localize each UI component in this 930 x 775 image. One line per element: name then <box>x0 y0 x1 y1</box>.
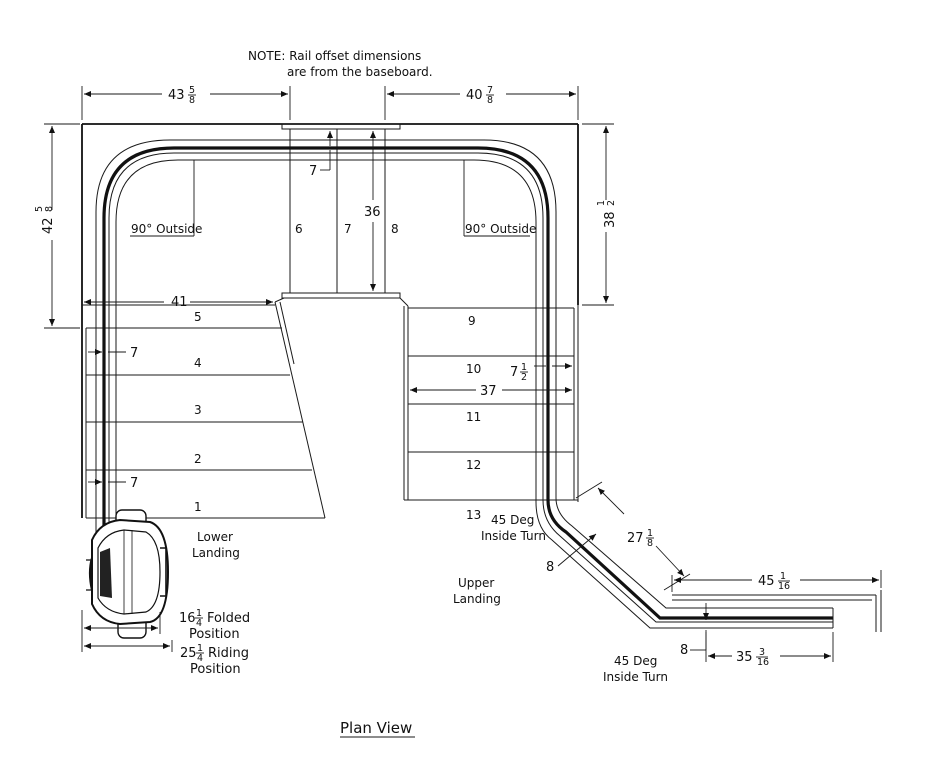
label-folded-position: 16 1 4 Folded Position <box>179 608 250 642</box>
label-turn-upper-1: 45 Deg <box>491 513 534 527</box>
stair-number-3: 3 <box>194 403 202 417</box>
dim-chair-widths <box>81 610 173 652</box>
upper-staircase <box>399 297 578 501</box>
stair-number-4: 4 <box>194 356 202 370</box>
svg-text:5: 5 <box>189 85 195 96</box>
svg-text:27: 27 <box>627 531 644 546</box>
svg-text:45: 45 <box>758 574 775 589</box>
label-upper-landing-2: Landing <box>453 592 501 606</box>
svg-text:Position: Position <box>190 662 241 677</box>
label-upper-landing-1: Upper <box>458 576 494 590</box>
svg-text:Folded: Folded <box>207 611 250 626</box>
dim-top-left: 43 5 8 <box>81 85 291 120</box>
dim-rail-offset-right: 7 1 2 <box>510 362 572 383</box>
svg-text:37: 37 <box>480 384 497 399</box>
svg-text:40: 40 <box>466 88 483 103</box>
svg-text:4: 4 <box>196 618 202 629</box>
svg-text:7: 7 <box>487 85 493 96</box>
svg-text:7: 7 <box>510 365 518 380</box>
svg-text:43: 43 <box>168 88 185 103</box>
label-turn-lower-1: 45 Deg <box>614 654 657 668</box>
svg-text:Position: Position <box>189 627 240 642</box>
stair-number-12: 12 <box>466 458 481 472</box>
svg-text:1: 1 <box>647 528 653 539</box>
dim-bottom-right-lower: 35 3 16 <box>705 632 834 668</box>
svg-text:8: 8 <box>487 95 493 106</box>
walls <box>81 123 579 518</box>
note-line-2: are from the baseboard. <box>287 65 433 79</box>
svg-text:16: 16 <box>778 581 790 592</box>
label-turn-upper-2: Inside Turn <box>481 529 546 543</box>
stair-number-10: 10 <box>466 362 481 376</box>
svg-text:2: 2 <box>521 372 527 383</box>
svg-text:41: 41 <box>171 295 188 310</box>
svg-text:Riding: Riding <box>208 646 249 661</box>
svg-text:36: 36 <box>364 205 381 220</box>
svg-text:1: 1 <box>196 608 202 619</box>
svg-text:2: 2 <box>606 200 617 206</box>
stair-number-5: 5 <box>194 310 202 324</box>
label-landing-6: 6 <box>295 222 303 236</box>
svg-text:8: 8 <box>44 206 55 212</box>
stair-number-1: 1 <box>194 500 202 514</box>
stairlift-chair-icon <box>86 509 170 639</box>
svg-text:8: 8 <box>189 95 195 106</box>
label-landing-7: 7 <box>344 222 352 236</box>
svg-text:7: 7 <box>130 476 138 491</box>
dim-upper-run: 37 <box>410 384 572 399</box>
svg-text:16: 16 <box>179 611 196 626</box>
svg-text:25: 25 <box>180 646 197 661</box>
stair-number-13: 13 <box>466 508 481 522</box>
label-90-outside-right: 90° Outside <box>463 160 536 237</box>
svg-text:1: 1 <box>197 643 203 654</box>
stairlift-rail <box>95 139 882 632</box>
lower-staircase <box>86 297 326 519</box>
svg-text:1: 1 <box>521 362 527 373</box>
dim-rail-offset-top: 7 <box>309 131 333 179</box>
svg-text:1: 1 <box>596 200 607 206</box>
dim-rail-offset-left-upper: 7 <box>88 346 138 361</box>
svg-text:4: 4 <box>197 653 203 664</box>
label-90-outside-left: 90° Outside <box>130 160 202 237</box>
dim-top-right: 40 7 8 <box>384 85 579 120</box>
dim-left-side: 42 5 8 <box>34 123 80 329</box>
svg-text:1: 1 <box>780 571 786 582</box>
svg-text:3: 3 <box>759 647 765 658</box>
stair-number-11: 11 <box>466 410 481 424</box>
dim-landing-36: 36 <box>364 131 381 291</box>
svg-text:90° Outside: 90° Outside <box>131 222 202 236</box>
stair-number-2: 2 <box>194 452 202 466</box>
svg-text:5: 5 <box>34 206 45 212</box>
stair-number-9: 9 <box>468 314 476 328</box>
dim-right-side: 38 1 2 <box>582 123 618 306</box>
dim-diagonal-offset: 8 <box>546 533 597 575</box>
svg-text:90° Outside: 90° Outside <box>465 222 536 236</box>
svg-text:8: 8 <box>680 643 688 658</box>
svg-text:8: 8 <box>647 538 653 549</box>
svg-text:7: 7 <box>130 346 138 361</box>
dim-bottom-offset: 8 <box>680 603 709 658</box>
label-lower-landing-2: Landing <box>192 546 240 560</box>
dim-lower-run: 41 <box>84 295 273 310</box>
label-landing-8: 8 <box>391 222 399 236</box>
label-lower-landing-1: Lower <box>197 530 233 544</box>
note-line-1: NOTE: Rail offset dimensions <box>248 49 421 63</box>
view-title: Plan View <box>340 719 412 737</box>
dim-rail-offset-left-lower: 7 <box>88 476 138 491</box>
svg-text:42: 42 <box>41 217 56 234</box>
dim-diagonal: 27 1 8 <box>575 481 691 591</box>
svg-text:38: 38 <box>603 211 618 228</box>
dim-bottom-right-upper: 45 1 16 <box>671 570 882 592</box>
svg-text:7: 7 <box>309 164 317 179</box>
label-riding-position: 25 1 4 Riding Position <box>180 643 249 677</box>
svg-text:35: 35 <box>736 650 753 665</box>
svg-text:8: 8 <box>546 560 554 575</box>
label-turn-lower-2: Inside Turn <box>603 670 668 684</box>
svg-text:16: 16 <box>757 657 769 668</box>
